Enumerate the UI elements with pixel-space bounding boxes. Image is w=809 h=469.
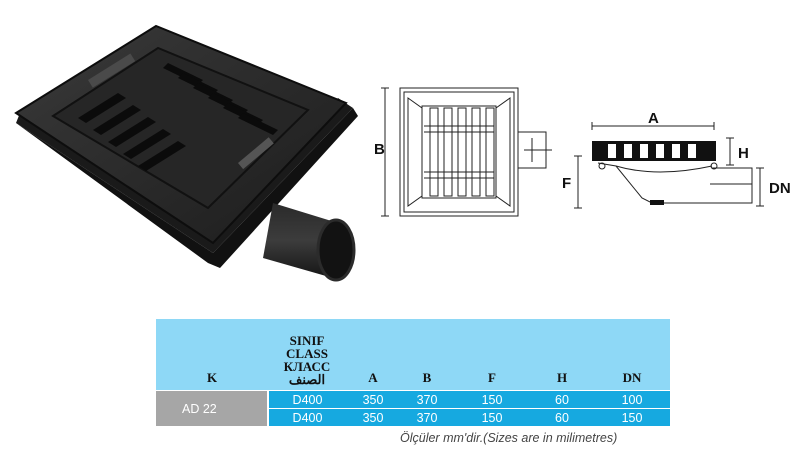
header-k: K [156, 319, 268, 391]
header-class-line: КЛАСС [283, 359, 331, 374]
cell-b: 370 [400, 390, 454, 409]
cell-dn: 150 [594, 408, 670, 426]
header-b: B [400, 319, 454, 391]
cell-f: 150 [454, 390, 530, 409]
table-row: D400 350 370 150 60 150 [156, 408, 670, 426]
dim-label-a: A [648, 110, 659, 127]
section-view-drawing: A H F DN [562, 110, 791, 209]
header-dn: DN [594, 319, 670, 391]
cell-h: 60 [530, 408, 594, 426]
header-h: H [530, 319, 594, 391]
cell-f: 150 [454, 408, 530, 426]
cell-class: D400 [268, 408, 346, 426]
cell-a: 350 [346, 390, 400, 409]
header-class-line: SINIF [289, 333, 325, 348]
dim-label-h: H [738, 145, 749, 162]
header-a: A [346, 319, 400, 391]
header-f: F [454, 319, 530, 391]
cell-dn: 100 [594, 390, 670, 409]
cell-class: D400 [268, 390, 346, 409]
header-class: SINIF CLASS КЛАСС الصنف [268, 319, 346, 391]
cell-a: 350 [346, 408, 400, 426]
cell-b: 370 [400, 408, 454, 426]
dim-label-f: F [562, 175, 571, 192]
units-footnote: Ölçüler mm'dir.(Sizes are in milimetres) [400, 431, 618, 445]
table-header-row: K SINIF CLASS КЛАСС الصنف A B F H DN [156, 319, 670, 391]
cell-h: 60 [530, 390, 594, 409]
header-class-line: CLASS [286, 346, 328, 361]
spec-table: K SINIF CLASS КЛАСС الصنف A B F H DN AD … [156, 319, 670, 426]
table-row: AD 22 D400 350 370 150 60 100 [156, 390, 670, 426]
dim-label-dn: DN [769, 180, 791, 197]
dim-label-b: B [374, 141, 385, 158]
model-cell: AD 22 [156, 390, 269, 426]
top-view-drawing: B [374, 87, 552, 217]
product-photo [14, 24, 358, 282]
header-class-line: الصنف [288, 372, 326, 387]
